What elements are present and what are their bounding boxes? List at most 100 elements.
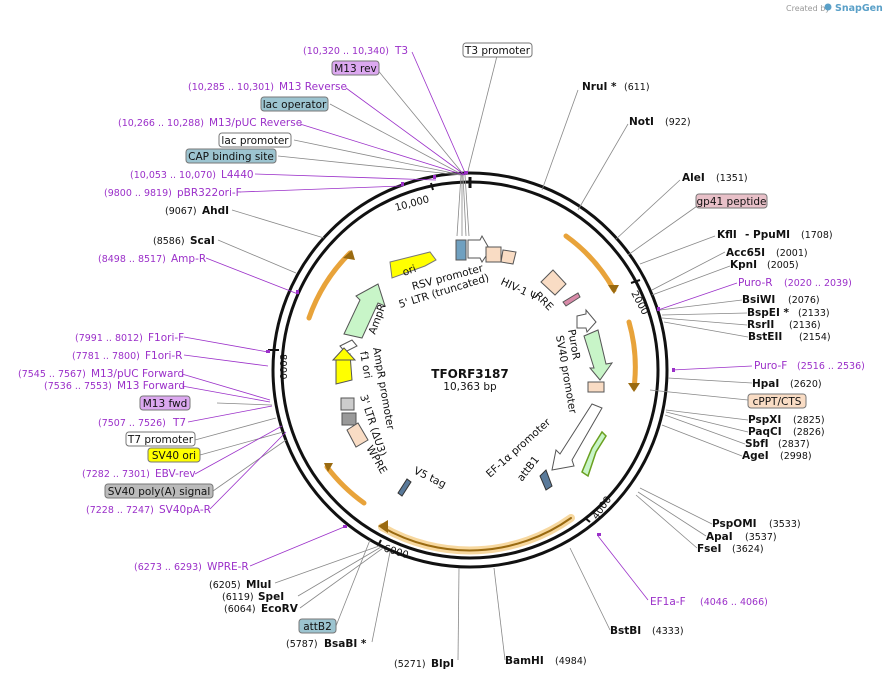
credit-text: Created by (786, 4, 830, 13)
brand-text: SnapGene (835, 3, 883, 14)
primer-m13pucfwd-pos: (7545 .. 7567) (18, 369, 86, 380)
hiv-psi-feature-b (500, 249, 517, 265)
tick-2000-mark (630, 279, 641, 284)
primer-sv40par-pos: (7228 .. 7247) (86, 505, 154, 516)
plasmid-name: TFORF3187 (431, 367, 508, 381)
enzyme-paqci-pos: (2826) (793, 427, 825, 438)
enzyme-mlui-pos: (6205) (209, 580, 241, 591)
primer-m13rev-name: M13 Reverse (279, 81, 347, 93)
enzyme-noti-name: NotI (629, 116, 654, 128)
enzyme-rsrii-pos: (2136) (789, 320, 821, 331)
primer-t7-pos: (7507 .. 7526) (98, 418, 166, 429)
primer-marks (266, 171, 675, 536)
enzyme-rsrii-name: RsrII (747, 319, 774, 331)
t3-promoter-box (462, 42, 533, 58)
primer-t3-name: T3 (394, 45, 408, 57)
primer-pbr322-name: pBR322ori-F (177, 187, 242, 199)
m13rev-box-label: M13 rev (334, 63, 377, 75)
f1-ori-label: f1 ori (357, 350, 374, 379)
cppt-feature (587, 381, 605, 393)
enzyme-nrui-pos: (611) (624, 82, 650, 93)
enzyme-alei-pos: (1351) (716, 173, 748, 184)
primer-f1orir-name: F1ori-R (145, 350, 182, 362)
tick-8000: 8000 (277, 354, 288, 379)
enzyme-kfli-name: KflI (717, 229, 737, 241)
primer-wprer-name: WPRE-R (207, 561, 249, 573)
enzyme-agei-pos: (2998) (780, 451, 812, 462)
enzyme-acc65i-name: Acc65I (726, 247, 765, 259)
v5-label: V5 tag (412, 465, 448, 491)
snapgene-logo-icon (824, 3, 832, 11)
enzyme-bsabi-name: BsaBI * (324, 638, 367, 650)
orf-arrow-3 (378, 520, 388, 533)
enzyme-pspomi-name: PspOMI (712, 518, 757, 530)
primer-ebvrev-pos: (7282 .. 7301) (82, 469, 150, 480)
enzyme-bsabi-pos: (5787) (286, 639, 318, 650)
boxed-labels: M13 rev lac operator lac promoter CAP bi… (104, 42, 807, 634)
enzyme-labels: NruI * (611) NotI (922) AleI (1351) KflI… (153, 81, 833, 670)
enzyme-bstbi-pos: (4333) (652, 626, 684, 637)
enzyme-bsiwi-name: BsiWI (742, 294, 775, 306)
enzyme-ppumi-name: - PpuMI (745, 229, 790, 241)
puror-feature (583, 329, 614, 381)
enzyme-sbfi-name: SbfI (745, 438, 769, 450)
enzyme-ahdi-pos: (9067) (165, 206, 197, 217)
tick-10000-mark (430, 182, 434, 191)
primer-wprer-pos: (6273 .. 6293) (134, 562, 202, 573)
enzyme-pspxi-name: PspXI (748, 414, 781, 426)
enzyme-blpi-pos: (5271) (394, 659, 426, 670)
enzyme-bstbi-name: BstBI (610, 625, 641, 637)
orf-arrow-5 (343, 250, 355, 260)
ltr3-feature-b (341, 412, 357, 426)
lac-promoter-label: lac promoter (221, 135, 289, 147)
enzyme-bsteii-name: BstEII (748, 331, 782, 343)
cap-label: CAP binding site (188, 151, 274, 163)
enzyme-acc65i-pos: (2001) (776, 248, 808, 259)
orf-arrow-4 (324, 463, 333, 472)
rre-feature-b (562, 292, 581, 307)
primer-labels: (10,320 .. 10,340) T3 (10,285 .. 10,301)… (18, 45, 865, 608)
enzyme-scai-name: ScaI (190, 235, 215, 247)
sv40-promoter-feature (576, 308, 597, 334)
enzyme-spei-name: SpeI (258, 591, 284, 603)
enzyme-fsei-name: FseI (697, 543, 721, 555)
enzyme-blpi-name: BlpI (431, 658, 454, 670)
enzyme-ecorv-name: EcoRV (261, 603, 299, 615)
sv40-polya-box (104, 483, 214, 499)
lac-operator-label: lac operator (263, 99, 327, 111)
primer-ef1af-pos: (4046 .. 4066) (700, 597, 768, 608)
v5-feature (397, 478, 412, 497)
primer-ampr-pos: (8498 .. 8517) (98, 254, 166, 265)
t3-promoter-label: T3 promoter (464, 45, 531, 57)
primer-ebvrev-name: EBV-rev (155, 468, 196, 480)
f1-ori-arrow (331, 347, 357, 361)
orf-arrow-2 (628, 383, 640, 392)
m13rev-box (331, 60, 380, 76)
ori-label: ori (401, 263, 418, 279)
primer-ef1af-name: EF1a-F (650, 596, 686, 608)
sv40-ori-label: SV40 ori (152, 450, 196, 462)
enzyme-apai-pos: (3537) (745, 532, 777, 543)
leader-lines-purple (181, 51, 753, 601)
enzyme-mlui-name: MluI (246, 579, 271, 591)
primer-f1orif-pos: (7991 .. 8012) (75, 333, 143, 344)
enzyme-bamhi-name: BamHI (505, 655, 544, 667)
t7-promoter-label: T7 promoter (127, 434, 194, 446)
enzyme-alei-name: AleI (682, 172, 705, 184)
enzyme-hpai-name: HpaI (752, 378, 779, 390)
enzyme-bsteii-pos: (2154) (799, 332, 831, 343)
attb1-label: attB1 (515, 454, 542, 484)
sv40-polya-label: SV40 poly(A) signal (108, 486, 211, 498)
primer-m13pucrev-name: M13/pUC Reverse (209, 117, 302, 129)
lac-promoter-box (218, 132, 292, 148)
hiv-psi-feature (485, 246, 502, 263)
primer-t3-pos: (10,320 .. 10,340) (303, 46, 389, 57)
attb2-box (298, 618, 337, 634)
enzyme-paqci-name: PaqCI (748, 426, 782, 438)
primer-m13fwd-name: M13 Forward (117, 380, 185, 392)
wpre-feature (346, 422, 369, 448)
attb1-feature (539, 469, 553, 491)
sv40-ori-box (147, 447, 201, 463)
ef1a-promoter-feature (551, 403, 603, 471)
attb2-label: attB2 (303, 621, 332, 633)
